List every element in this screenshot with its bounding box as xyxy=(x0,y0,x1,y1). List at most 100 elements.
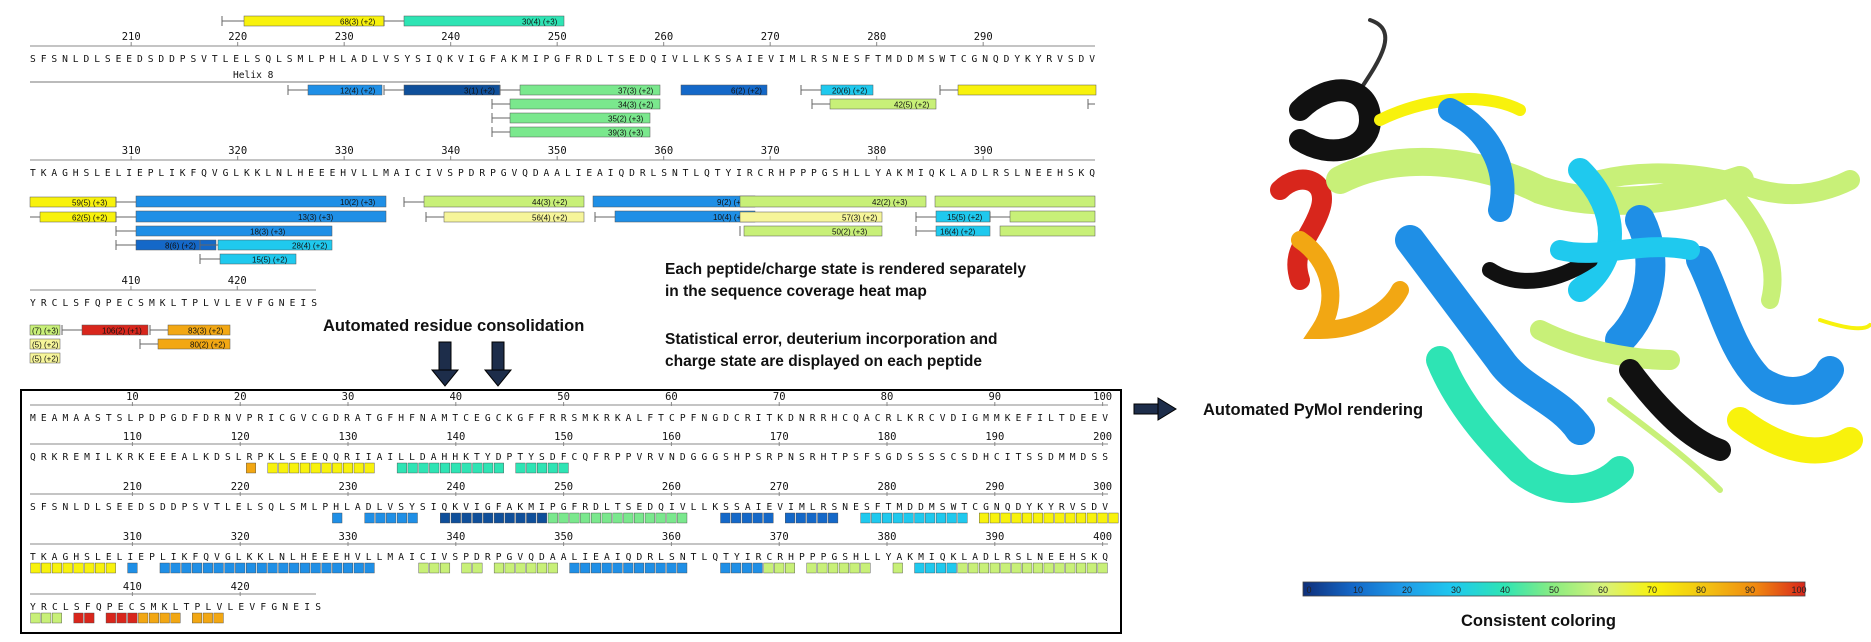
peptide-label: 15(5) (+2) xyxy=(947,213,983,222)
residue-cell xyxy=(817,512,828,524)
residue-cell xyxy=(612,562,623,574)
residue-cell xyxy=(957,512,968,524)
ruler-tick-label: 150 xyxy=(554,431,573,443)
residue-cell xyxy=(989,512,1000,524)
residue-cell xyxy=(515,512,526,524)
residue-cell xyxy=(170,612,181,624)
residue-cell xyxy=(396,512,407,524)
colorbar-tick-label: 90 xyxy=(1745,585,1755,595)
colorbar-tick-label: 30 xyxy=(1451,585,1461,595)
peptide-label: 12(4) (+2) xyxy=(340,87,376,96)
peptide-bar-13 xyxy=(135,210,387,223)
residue-cell xyxy=(504,512,515,524)
peptide-label: 42(5) (+2) xyxy=(894,101,930,110)
residue-cell xyxy=(364,562,375,574)
peptide-label: 42(2) (+3) xyxy=(872,198,908,207)
residue-cell xyxy=(763,512,774,524)
colorbar-tick-label: 20 xyxy=(1402,585,1412,595)
note-statistical-1: Statistical error, deuterium incorporati… xyxy=(665,331,997,348)
residue-cell xyxy=(925,562,936,574)
residue-cell xyxy=(30,612,41,624)
residue-cell xyxy=(914,562,925,574)
ruler-tick-label: 260 xyxy=(662,481,681,493)
helix-cyan xyxy=(1568,158,1622,302)
colorbar-tick-label: 50 xyxy=(1549,585,1559,595)
consolidated-panel-frame xyxy=(20,389,1122,634)
residue-cell xyxy=(386,512,397,524)
peptide-label: 80(2) (+2) xyxy=(190,341,226,350)
residue-cell xyxy=(159,562,170,574)
residue-cell xyxy=(644,562,655,574)
peptide-bar-unlabeled xyxy=(1009,210,1096,223)
ruler-tick-label: 130 xyxy=(339,431,358,443)
residue-cell xyxy=(515,462,526,474)
ruler-tick-label: 380 xyxy=(867,145,886,157)
ruler-tick-label: 110 xyxy=(123,431,142,443)
ruler-tick-label: 280 xyxy=(867,31,886,43)
ruler-tick-label: 160 xyxy=(662,431,681,443)
peptide-bar-28 xyxy=(217,239,333,251)
residue-cell xyxy=(418,562,429,574)
loop-black xyxy=(1358,18,1388,92)
peptide-bar-80 xyxy=(157,338,231,350)
peptide-label: (5) (+2) xyxy=(32,341,59,350)
residue-cell xyxy=(192,562,203,574)
peptide-label: 35(2) (+3) xyxy=(608,115,644,124)
residue-cell xyxy=(418,462,429,474)
ruler-tick-label: 390 xyxy=(974,145,993,157)
residue-cell xyxy=(483,512,494,524)
residue-cell xyxy=(1022,512,1033,524)
residue-cell xyxy=(461,562,472,574)
residue-cell xyxy=(493,562,504,574)
peptide-label: (5) (+2) xyxy=(32,355,59,364)
ruler-tick-label: 220 xyxy=(228,31,247,43)
residue-cell xyxy=(547,562,558,574)
residue-cell xyxy=(537,462,548,474)
sequence-row-210: SFSNLDLSEEDSDDPSVTLELSQLSMLPHLADLVSYSIQK… xyxy=(30,54,1095,65)
residue-cell xyxy=(979,512,990,524)
residue-cell xyxy=(245,562,256,574)
residue-cell xyxy=(1086,562,1097,574)
peptide-bar-56 xyxy=(443,211,585,223)
residue-cell xyxy=(526,512,537,524)
residue-cell xyxy=(558,462,569,474)
residue-cell xyxy=(278,462,289,474)
ruler-tick-label: 410 xyxy=(121,275,140,287)
peptide-bar-44 xyxy=(423,195,585,208)
sequence-row-410: YRCLSFQPECSMKLTPLVLEVFGNEIS xyxy=(30,298,317,309)
ruler-tick-label: 370 xyxy=(770,531,789,543)
residue-cell xyxy=(472,462,483,474)
sequence-row-301: TKAGHSLELIEPLIKFQVGLKKLNLHEEEHVLLMAICIVS… xyxy=(30,552,1108,563)
residue-cell xyxy=(720,562,731,574)
peptide-bar-42 xyxy=(829,98,937,110)
peptide-bar-83 xyxy=(167,324,231,336)
residue-cell xyxy=(828,512,839,524)
residue-cell xyxy=(127,562,138,574)
peptide-bar-unlabeled xyxy=(957,84,1097,96)
note-consolidation: Automated residue consolidation xyxy=(323,317,584,335)
residue-cell xyxy=(946,562,957,574)
residue-cell xyxy=(1076,512,1087,524)
residue-cell xyxy=(30,562,41,574)
peptide-label: 10(4) (+2) xyxy=(713,213,749,222)
residue-cell xyxy=(558,512,569,524)
peptide-label: 18(3) (+3) xyxy=(250,228,286,237)
residue-cell xyxy=(892,562,903,574)
ruler-tick-label: 330 xyxy=(339,531,358,543)
residue-cell xyxy=(192,612,203,624)
residue-cell xyxy=(213,562,224,574)
residue-cell xyxy=(547,512,558,524)
residue-cell xyxy=(224,562,235,574)
residue-cell xyxy=(849,562,860,574)
peptide-label: 57(3) (+2) xyxy=(842,214,878,223)
residue-cell xyxy=(483,462,494,474)
protein-structure-rendering xyxy=(1270,18,1871,503)
residue-cell xyxy=(299,462,310,474)
residue-cell xyxy=(957,562,968,574)
residue-cell xyxy=(547,462,558,474)
ruler-tick-label: 350 xyxy=(548,145,567,157)
peptide-label: 62(5) (+2) xyxy=(72,214,108,223)
